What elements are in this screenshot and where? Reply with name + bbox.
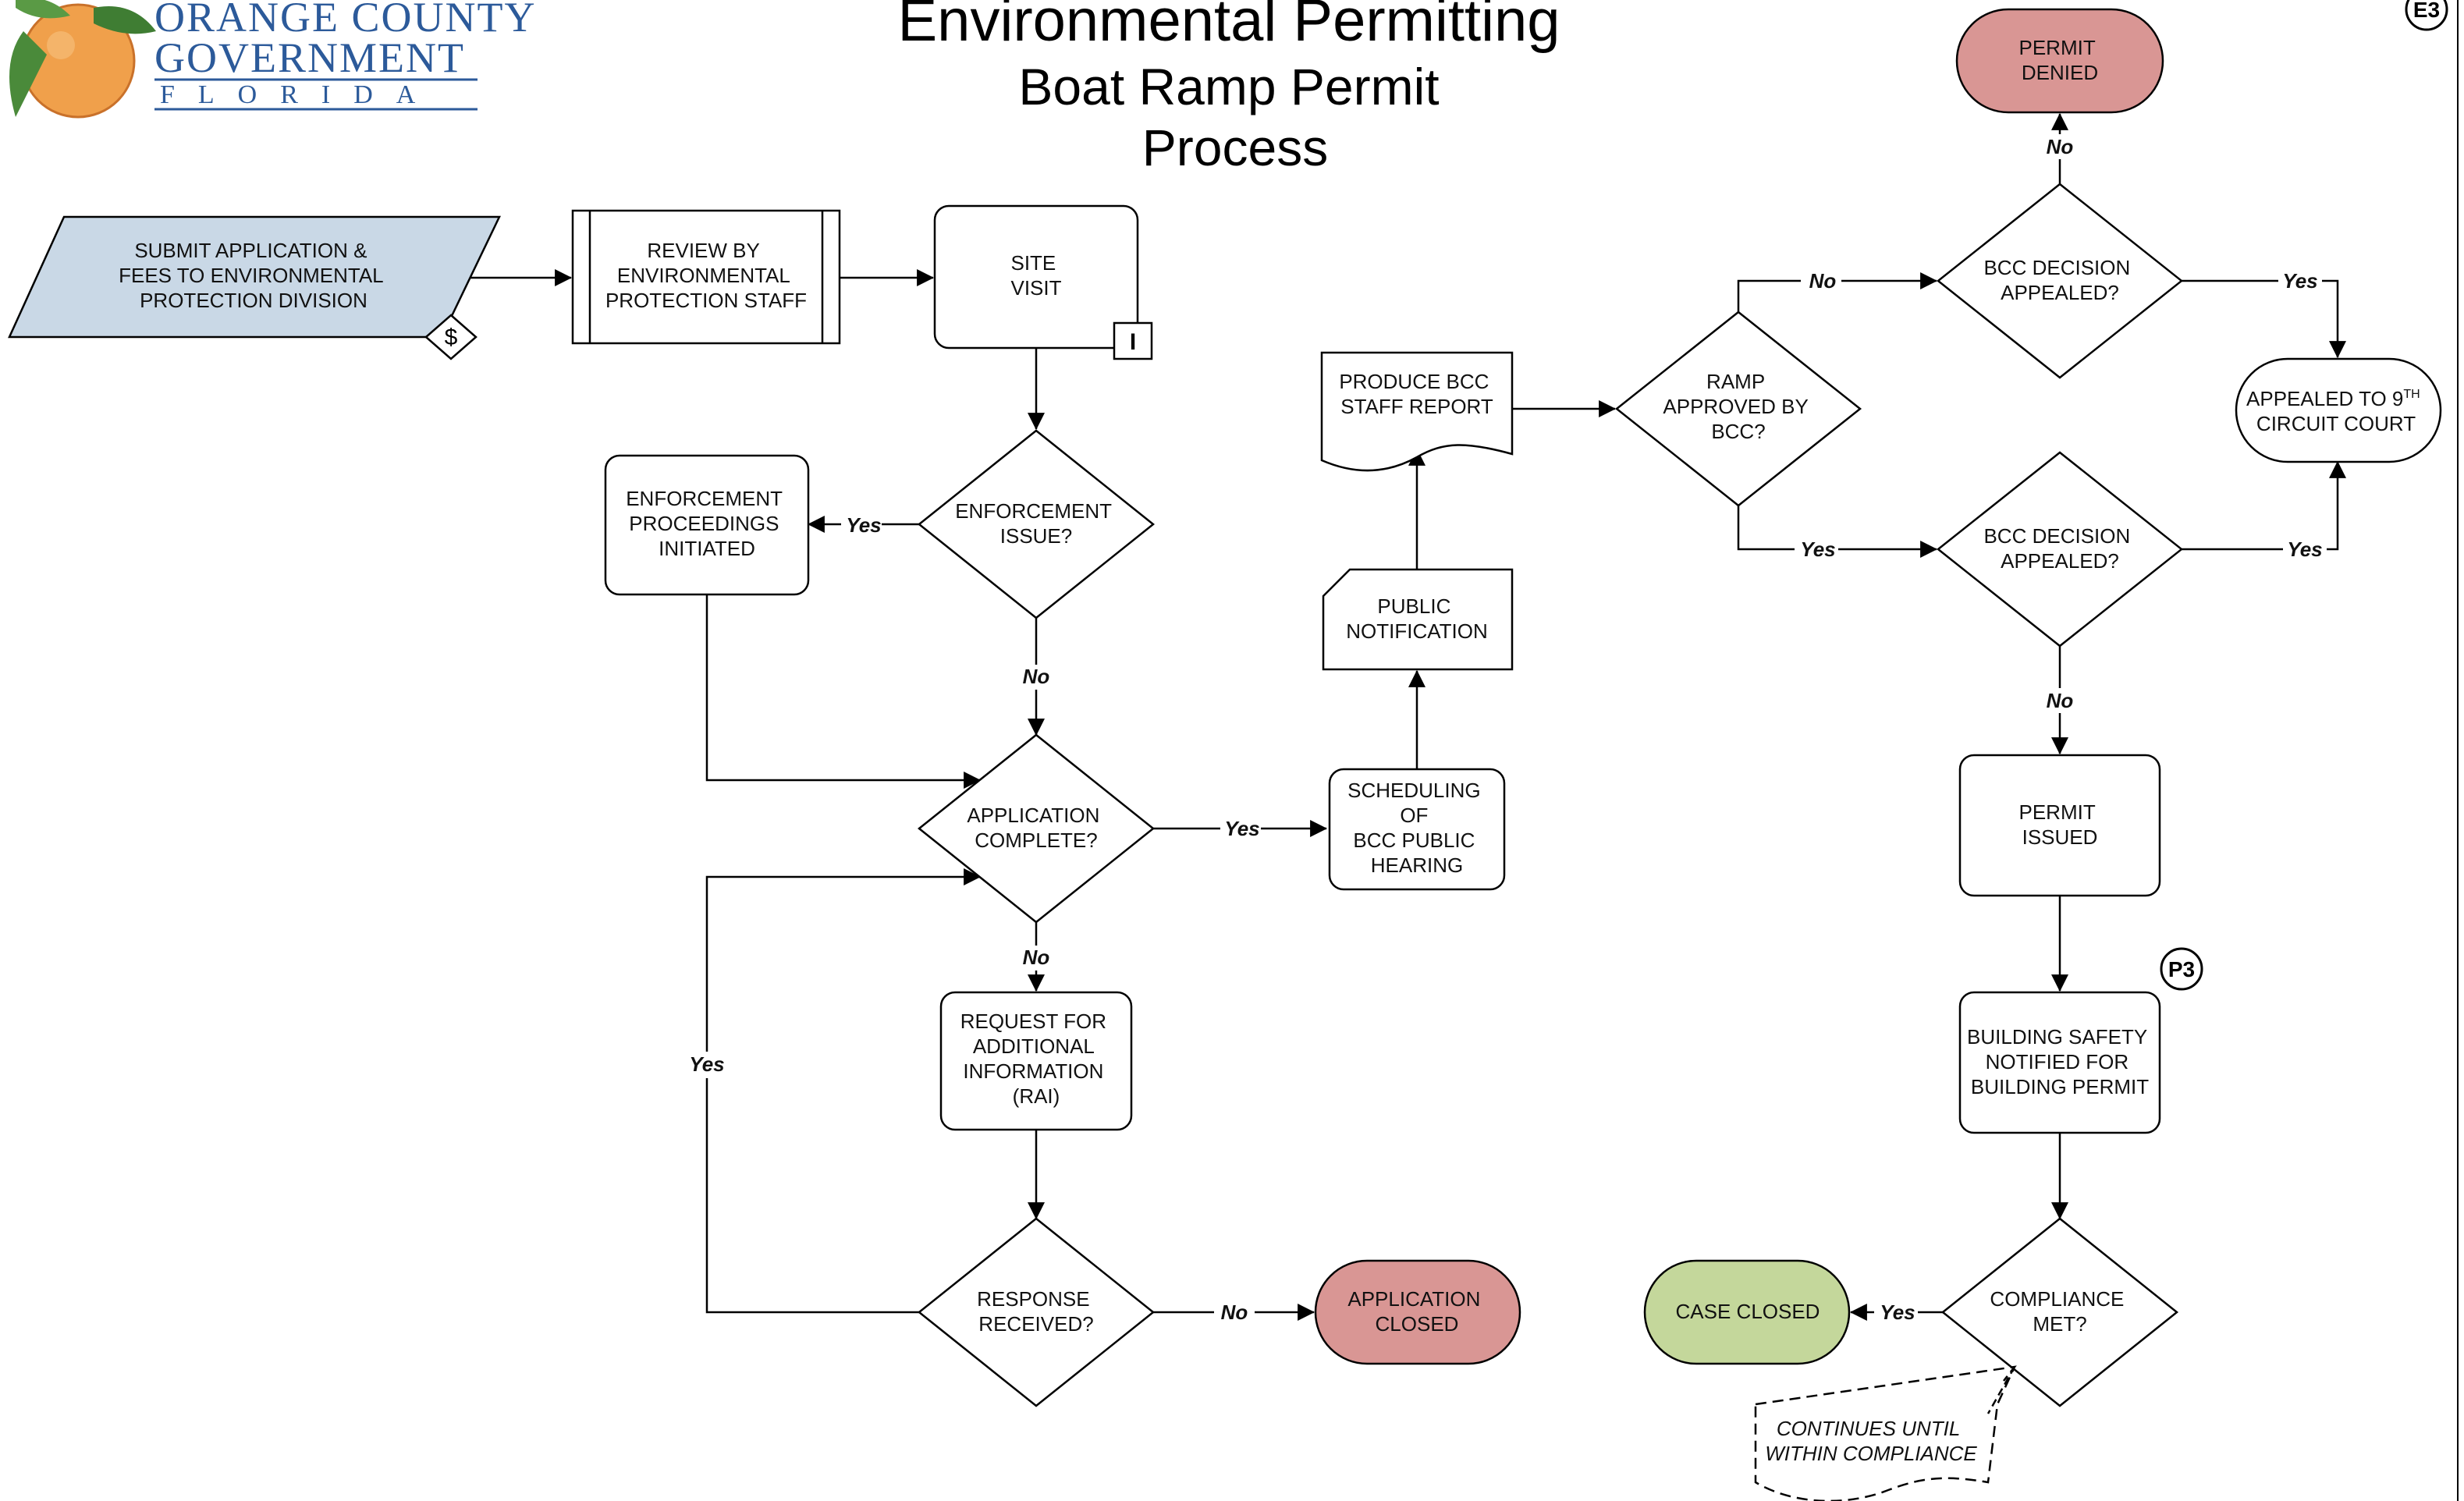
label-response-yes: Yes — [689, 1052, 724, 1076]
node-response-received: RESPONSE RECEIVED? — [917, 1217, 1156, 1407]
node-permit-issued: PERMIT ISSUED — [1958, 754, 2161, 897]
node-public-notification: PUBLIC NOTIFICATION — [1322, 568, 1514, 671]
node-circuit-court-text: APPEALED TO 9TH CIRCUIT COURT — [2246, 379, 2426, 435]
node-submit-text: SUBMIT APPLICATION & FEES TO ENVIRONMENT… — [119, 239, 389, 312]
node-compliance-met: COMPLIANCE MET? — [1940, 1217, 2179, 1407]
node-enforcement-proceedings-text: ENFORCEMENT PROCEEDINGS INITIATED — [626, 487, 788, 560]
label-ramp-yes: Yes — [1800, 538, 1835, 561]
node-permit-issued-text: PERMIT ISSUED — [2019, 800, 2101, 849]
svg-text:$: $ — [445, 325, 458, 350]
page-title: Environmental Permitting — [897, 0, 1560, 54]
logo-line-3: FLORIDA — [160, 80, 438, 109]
page-id-text: E3 — [2413, 0, 2440, 22]
node-scheduling-text: SCHEDULING OF BCC PUBLIC HEARING — [1347, 779, 1486, 877]
svg-text:P3: P3 — [2168, 957, 2195, 981]
orange-icon — [9, 0, 156, 119]
node-site-visit-text: SITE VISIT — [1010, 251, 1061, 300]
node-bcc-appealed-bottom-text: BCC DECISION APPEALED? — [1983, 524, 2136, 573]
node-application-closed-text: APPLICATION CLOSED — [1347, 1287, 1486, 1336]
node-scheduling: SCHEDULING OF BCC PUBLIC HEARING — [1328, 768, 1506, 891]
svg-text:I: I — [1130, 329, 1136, 355]
node-public-notification-text: PUBLIC NOTIFICATION — [1346, 594, 1488, 643]
node-permit-denied-text: PERMIT DENIED — [2019, 36, 2101, 84]
node-review: REVIEW BY ENVIRONMENTAL PROTECTION STAFF — [571, 209, 841, 345]
node-rai-text: REQUEST FOR ADDITIONAL INFORMATION (RAI) — [960, 1010, 1113, 1108]
node-case-closed-text: CASE CLOSED — [1676, 1300, 1820, 1323]
node-building-safety: BUILDING SAFETY NOTIFIED FOR BUILDING PE… — [1958, 991, 2161, 1134]
page-id-badge: E3 — [2405, 0, 2448, 31]
page-subtitle-line-1: Boat Ramp Permit — [1018, 58, 1439, 115]
node-enforcement-issue: ENFORCEMENT ISSUE? — [917, 429, 1156, 619]
logo-line-2: GOVERNMENT — [154, 34, 465, 81]
edge-proceedings-to-complete — [705, 594, 982, 789]
connector-p3: P3 — [2160, 947, 2203, 991]
label-enforcement-no: No — [1023, 665, 1050, 688]
edge-ramp-yes — [1737, 506, 1938, 558]
label-complete-no: No — [1023, 946, 1050, 969]
node-application-complete: APPLICATION COMPLETE? — [917, 733, 1156, 924]
node-site-visit: SITE VISIT I — [933, 204, 1153, 360]
node-bcc-appealed-bottom: BCC DECISION APPEALED? — [1936, 451, 2184, 648]
node-response-received-text: RESPONSE RECEIVED? — [977, 1287, 1095, 1336]
label-ramp-no: No — [1809, 269, 1837, 293]
node-enforcement-issue-text: ENFORCEMENT ISSUE? — [955, 499, 1117, 548]
edge-response-yes — [705, 868, 982, 1314]
edges — [467, 112, 2346, 1321]
inspection-marker-icon: I — [1113, 321, 1153, 360]
node-circuit-court: APPEALED TO 9TH CIRCUIT COURT — [2235, 357, 2442, 463]
label-complete-yes: Yes — [1224, 817, 1259, 840]
label-top-appeal-yes: Yes — [2282, 269, 2317, 293]
node-staff-report-text: PRODUCE BCC STAFF REPORT — [1339, 370, 1494, 418]
county-logo: ORANGE COUNTY GOVERNMENT FLORIDA — [9, 0, 536, 119]
callout-continues-text: CONTINUES UNTIL WITHIN COMPLIANCE — [1765, 1417, 1977, 1465]
label-response-no: No — [1221, 1301, 1248, 1324]
node-application-complete-text: APPLICATION COMPLETE? — [967, 804, 1105, 852]
label-bottom-appeal-no: No — [2047, 689, 2074, 712]
label-top-appeal-no: No — [2047, 135, 2074, 158]
edge-top-appeal-yes — [2182, 279, 2346, 359]
node-ramp-approved: RAMP APPROVED BY BCC? — [1614, 310, 1862, 507]
node-bcc-appealed-top: BCC DECISION APPEALED? — [1936, 183, 2184, 379]
edge-bottom-appeal-yes — [2182, 460, 2346, 551]
node-application-closed: APPLICATION CLOSED — [1314, 1259, 1521, 1365]
node-permit-denied: PERMIT DENIED — [1955, 8, 2164, 114]
page-subtitle-line-2: Process — [1142, 119, 1328, 176]
node-review-text: REVIEW BY ENVIRONMENTAL PROTECTION STAFF — [605, 239, 807, 312]
logo-line-1: ORANGE COUNTY — [154, 0, 536, 41]
node-building-safety-text: BUILDING SAFETY NOTIFIED FOR BUILDING PE… — [1967, 1025, 2153, 1098]
node-submit-application: SUBMIT APPLICATION & FEES TO ENVIRONMENT… — [8, 215, 501, 360]
node-bcc-appealed-top-text: BCC DECISION APPEALED? — [1983, 256, 2136, 304]
label-bottom-appeal-yes: Yes — [2287, 538, 2322, 561]
node-rai: REQUEST FOR ADDITIONAL INFORMATION (RAI) — [939, 991, 1133, 1131]
node-compliance-met-text: COMPLIANCE MET? — [1990, 1287, 2129, 1336]
edge-labels: Yes No Yes No Yes No No Yes No Yes Yes N… — [682, 134, 2327, 1325]
fee-diamond-icon: $ — [424, 314, 478, 360]
label-enforcement-yes: Yes — [846, 513, 881, 537]
node-staff-report: PRODUCE BCC STAFF REPORT — [1320, 351, 1514, 472]
node-ramp-approved-text: RAMP APPROVED BY BCC? — [1663, 370, 1813, 443]
node-enforcement-proceedings: ENFORCEMENT PROCEEDINGS INITIATED — [604, 454, 810, 596]
callout-continues: CONTINUES UNTIL WITHIN COMPLIANCE — [1754, 1365, 2017, 1501]
node-case-closed: CASE CLOSED — [1643, 1259, 1851, 1365]
label-compliance-yes: Yes — [1880, 1301, 1915, 1324]
edge-ramp-no — [1737, 272, 1938, 312]
